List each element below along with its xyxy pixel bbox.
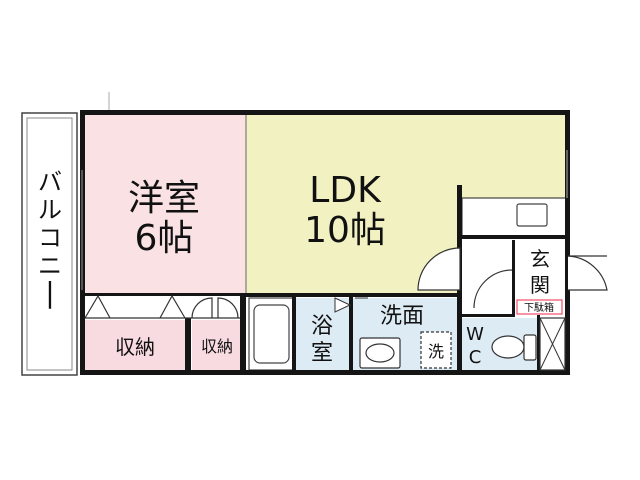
bathtub-inner (253, 304, 290, 364)
bathroom-floor (296, 298, 350, 370)
ldk-size: 10帖 (304, 210, 386, 251)
entrance-label-2: 関 (530, 273, 550, 297)
washbasin (359, 337, 401, 369)
ldk-floor (246, 113, 567, 295)
ldk-name: LDK (309, 170, 382, 211)
toilet-label-2: C (469, 347, 482, 368)
western-room-floor (82, 113, 246, 295)
washer-space (420, 331, 452, 369)
sink-icon (516, 203, 548, 227)
balcony-label-char: | (45, 276, 54, 309)
entrance-inner-door-swing (473, 269, 513, 309)
bath-door-mark (334, 297, 352, 313)
balcony-label-char: ニ (38, 252, 62, 280)
balcony-area (21, 112, 78, 376)
balcony-label-char: コ (38, 224, 62, 252)
shoe-box-label: 下駄箱 (524, 301, 554, 314)
western-room-name: 洋室 (128, 178, 200, 219)
washroom-label: 洗面 (380, 304, 424, 329)
shoe-box-tag (516, 299, 563, 315)
toilet-label-1: W (466, 324, 484, 345)
closet-large-floor (85, 320, 185, 370)
wc-storage-box (539, 317, 566, 371)
closet-small-floor (192, 320, 240, 370)
balcony-label-char: ル (38, 196, 62, 224)
closet-large-label: 収納 (115, 335, 155, 359)
ldk-door-swing (417, 247, 461, 291)
balcony-inner-line (26, 117, 73, 371)
balcony-label-char: バ (38, 168, 62, 196)
closet-doors (84, 294, 239, 319)
entrance-door-swing (567, 255, 608, 291)
bathroom-label-2: 室 (311, 341, 333, 366)
entrance-label-1: 玄 (530, 247, 550, 271)
bathroom-label-1: 浴 (311, 314, 333, 339)
western-room-size: 6帖 (135, 218, 194, 259)
bathtub (248, 297, 295, 371)
kitchen-counter (461, 197, 567, 237)
washer-label: 洗 (428, 342, 444, 361)
toilet-fixture (491, 334, 537, 361)
closet-small-label: 収納 (201, 337, 233, 356)
